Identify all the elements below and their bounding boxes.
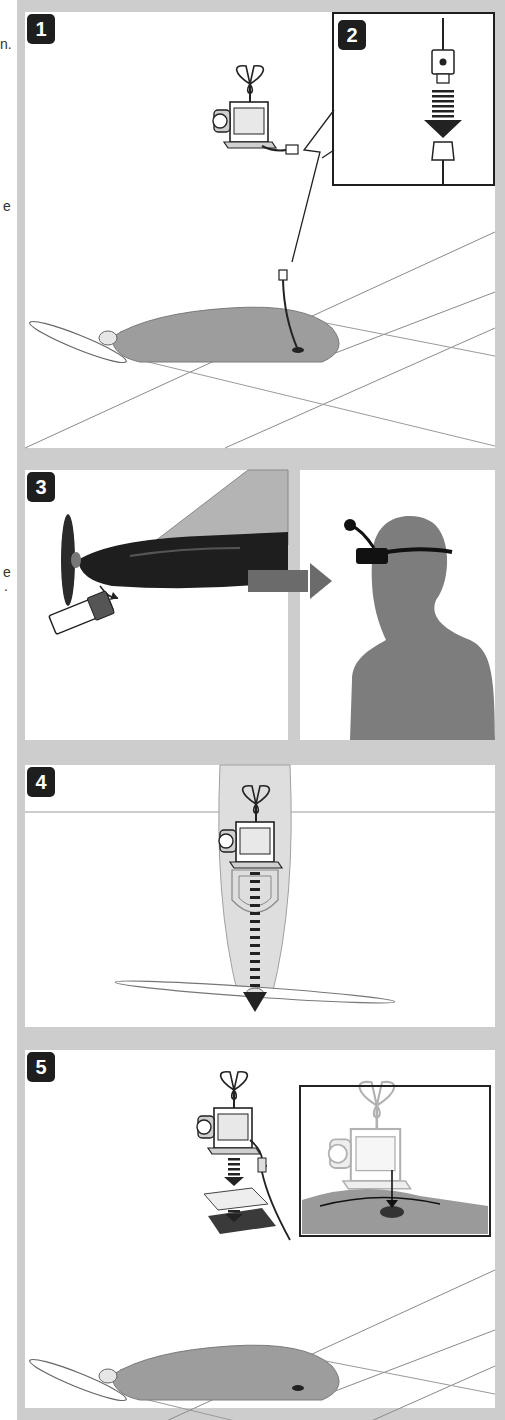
step-panel: 4 [25,765,495,1027]
step-panel: 3 [25,470,288,740]
step-panel: 5 [25,1050,495,1408]
text-fragment: e [3,564,11,580]
text-fragment: n. [0,36,12,52]
callout-number: 1 [27,14,55,44]
inset-panel: 2 [332,12,495,186]
callout-number: 4 [27,767,55,797]
text-fragment: e [3,198,11,214]
step-panel: 12 [25,12,495,448]
text-fragment: . [4,578,8,594]
callout-number: 3 [27,472,55,502]
callout-number: 2 [338,20,366,50]
callout-number: 5 [27,1052,55,1082]
